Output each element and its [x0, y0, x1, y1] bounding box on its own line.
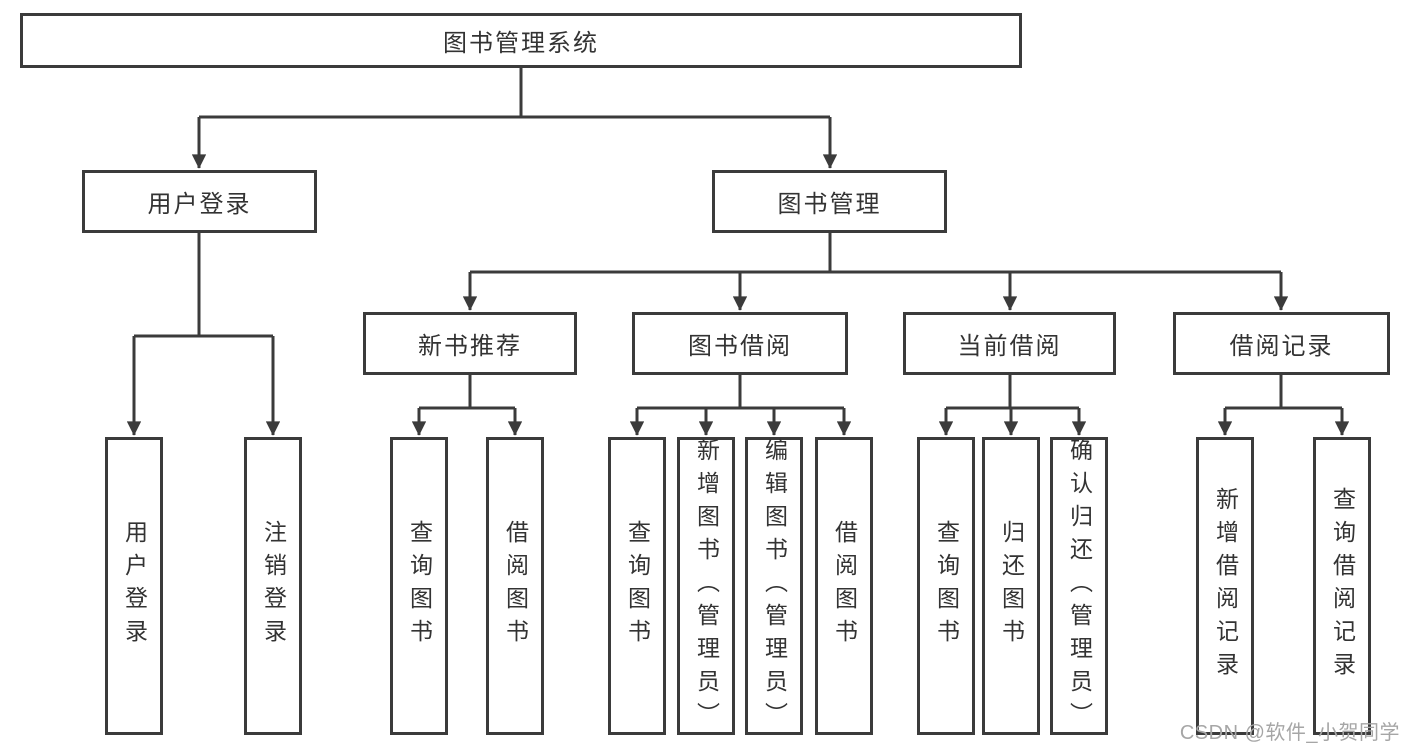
node-label: 图书借阅 [688, 333, 792, 360]
leaf-label: 确认归还（管理员） [1066, 437, 1093, 735]
connector-new-books-to-leaves [411, 375, 523, 436]
node-borrowing-records: 借阅记录 [1173, 312, 1390, 375]
connector-root-to-level1 [191, 68, 838, 169]
node-current-borrowing: 当前借阅 [903, 312, 1116, 375]
connector-book-mgmt-to-level2 [462, 233, 1289, 311]
leaf-label: 新增借阅记录 [1212, 487, 1239, 685]
leaf-newbooks-borrow-books: 借阅图书 [486, 437, 544, 735]
node-library-system: 图书管理系统 [20, 13, 1022, 68]
leaf-label: 查询图书 [933, 520, 960, 652]
connector-user-login-to-leaves [126, 233, 281, 436]
leaf-records-add-record: 新增借阅记录 [1196, 437, 1254, 735]
leaf-newbooks-query-books: 查询图书 [390, 437, 448, 735]
node-label: 新书推荐 [418, 333, 522, 360]
leaf-borrowing-add-books-admin: 新增图书（管理员） [677, 437, 735, 735]
leaf-label: 查询图书 [406, 520, 433, 652]
leaf-label: 新增图书（管理员） [693, 437, 720, 735]
node-label: 图书管理系统 [443, 30, 599, 57]
connector-book-borrow-to-leaves [629, 375, 852, 436]
node-label: 图书管理 [777, 191, 882, 218]
leaf-logout: 注销登录 [244, 437, 302, 735]
node-book-borrowing: 图书借阅 [632, 312, 848, 375]
csdn-watermark: CSDN @软件_小贺同学 [1179, 722, 1400, 744]
leaf-borrowing-borrow-books: 借阅图书 [815, 437, 873, 735]
leaf-label: 借阅图书 [831, 520, 858, 652]
node-label: 用户登录 [147, 191, 252, 218]
leaf-label: 编辑图书（管理员） [761, 437, 788, 735]
connector-borrow-records-to-leaves [1217, 375, 1350, 436]
leaf-label: 查询借阅记录 [1329, 487, 1356, 685]
leaf-label: 归还图书 [998, 520, 1025, 652]
node-user-login: 用户登录 [82, 170, 317, 233]
leaf-current-query-books: 查询图书 [917, 437, 975, 735]
connector-current-borrow-to-leaves [938, 375, 1087, 436]
leaf-user-login: 用户登录 [105, 437, 163, 735]
leaf-borrowing-query-books: 查询图书 [608, 437, 666, 735]
leaf-label: 用户登录 [121, 520, 148, 652]
leaf-borrowing-edit-books-admin: 编辑图书（管理员） [745, 437, 803, 735]
node-book-management: 图书管理 [712, 170, 947, 233]
node-label: 当前借阅 [957, 333, 1062, 360]
node-label: 借阅记录 [1229, 333, 1334, 360]
leaf-label: 借阅图书 [502, 520, 529, 652]
leaf-label: 注销登录 [260, 520, 287, 652]
node-new-book-recommend: 新书推荐 [363, 312, 577, 375]
leaf-records-query-record: 查询借阅记录 [1313, 437, 1371, 735]
leaf-current-confirm-return-admin: 确认归还（管理员） [1050, 437, 1108, 735]
leaf-label: 查询图书 [624, 520, 651, 652]
leaf-current-return-books: 归还图书 [982, 437, 1040, 735]
